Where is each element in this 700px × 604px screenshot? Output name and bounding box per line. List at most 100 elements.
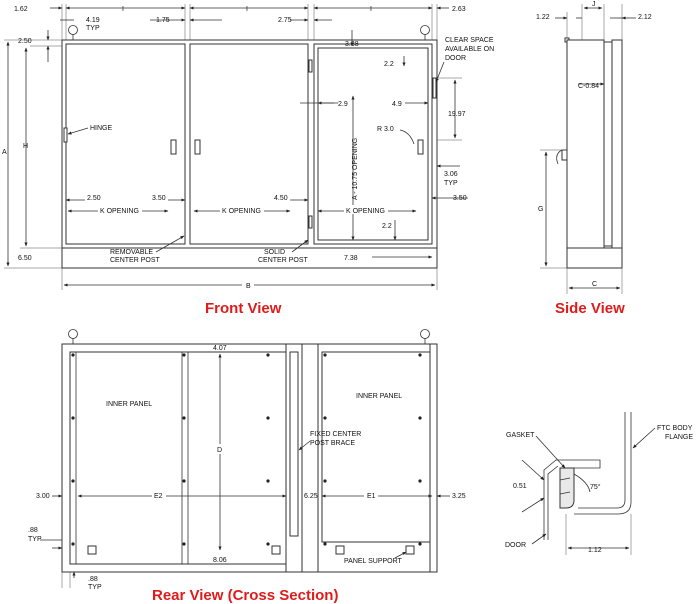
door-handle-icon xyxy=(170,139,177,155)
eye-bolt-icon xyxy=(68,25,78,35)
door-handle-icon xyxy=(194,139,201,155)
dim-88-bottom: .88 xyxy=(88,576,98,583)
panel-support-label: PANEL SUPPORT xyxy=(344,558,403,565)
caption-front-view: Front View xyxy=(205,300,282,317)
hinge-icon xyxy=(308,59,313,73)
dim-2-2-bottom: 2.2 xyxy=(382,223,392,230)
dim-0-51: 0.51 xyxy=(513,483,527,490)
dim-e1: E1 xyxy=(367,493,376,500)
side-view: J 1.22 2.12 C-0.84 G C Side View xyxy=(536,1,652,317)
dim-19-97: 19.97 xyxy=(448,111,466,118)
dim-3-25: 3.25 xyxy=(452,493,466,500)
dim-typ: TYP xyxy=(86,25,100,32)
dim-88-left: .88 xyxy=(28,527,38,534)
clear-space-2: AVAILABLE ON xyxy=(445,46,494,53)
dim-g: G xyxy=(538,206,543,213)
dim-3-06: 3.06 xyxy=(444,171,458,178)
gasket-detail: 75° GASKET FTC BODY FLANGE 0.51 DOOR 1.1… xyxy=(505,412,693,555)
door-label: DOOR xyxy=(505,542,526,549)
dim-8-06: 8.06 xyxy=(213,557,227,564)
clear-space-1: CLEAR SPACE xyxy=(445,37,494,44)
k-opening-1: K OPENING xyxy=(100,208,139,215)
dim-r-3-0: R 3.0 xyxy=(377,126,394,133)
dim-i-1: I xyxy=(122,6,124,13)
eye-bolt-icon xyxy=(68,329,78,339)
door-handle-icon xyxy=(417,139,424,155)
side-base xyxy=(566,247,623,269)
dim-3-50-b: 3.50 xyxy=(453,195,467,202)
dim-2-9: 2.9 xyxy=(338,101,348,108)
dim-c: C xyxy=(592,281,597,288)
dim-2-2-top: 2.2 xyxy=(384,61,394,68)
gasket-label: GASKET xyxy=(506,432,535,439)
dim-1-22: 1.22 xyxy=(536,14,550,21)
inner-panel-left-label: INNER PANEL xyxy=(106,401,152,408)
dim-i-2: I xyxy=(246,6,248,13)
rear-view: 4.07 D 8.06 INNER PANEL INNER PANEL FIXE… xyxy=(28,329,466,604)
fixed-brace-1: FIXED CENTER xyxy=(310,431,361,438)
dim-88-bottom-typ: TYP xyxy=(88,584,102,591)
side-handle-curve xyxy=(556,149,563,165)
hinge-label: HINGE xyxy=(90,125,113,132)
inner-panel-right-label: INNER PANEL xyxy=(356,393,402,400)
dim-4-9: 4.9 xyxy=(392,101,402,108)
front-view: 1.62 I I I 2.63 4.19 TYP 1.75 2.75 xyxy=(2,4,494,317)
panel-support-foot xyxy=(405,545,415,555)
dim-b: B xyxy=(246,283,251,290)
dim-2-50-top: 2.50 xyxy=(18,38,32,45)
panel-support-foot xyxy=(335,545,345,555)
eye-bolt-icon xyxy=(420,329,430,339)
rear-inner-panel-right xyxy=(321,351,431,543)
dim-3-06-typ: TYP xyxy=(444,180,458,187)
dim-4-50: 4.50 xyxy=(274,195,288,202)
dim-i-3: I xyxy=(370,6,372,13)
fixed-center-post-inner xyxy=(289,351,299,537)
gasket-icon xyxy=(559,467,575,509)
opening-label: A - 10.75 OPENING xyxy=(352,138,359,200)
dim-1-75: 1.75 xyxy=(156,17,170,24)
side-body xyxy=(566,39,605,249)
dim-75-deg: 75° xyxy=(590,483,601,491)
dim-3-00: 3.00 xyxy=(36,493,50,500)
hinge-icon xyxy=(63,127,68,143)
hinge-icon xyxy=(308,215,313,229)
side-handle-icon xyxy=(561,149,568,161)
dim-d: D xyxy=(217,447,222,454)
ftc-label-1: FTC BODY xyxy=(657,425,693,432)
side-door xyxy=(603,41,613,247)
k-opening-2: K OPENING xyxy=(222,208,261,215)
k-opening-3: K OPENING xyxy=(346,208,385,215)
dim-1-12: 1.12 xyxy=(588,547,602,554)
dim-j: J xyxy=(592,1,596,8)
ftc-label-2: FLANGE xyxy=(665,434,693,441)
solid-1: SOLID xyxy=(264,249,285,256)
dim-7-38: 7.38 xyxy=(344,255,358,262)
dim-e2: E2 xyxy=(154,493,163,500)
removable-2: CENTER POST xyxy=(110,257,161,264)
dim-c-0-84: C-0.84 xyxy=(578,83,599,90)
caption-side-view: Side View xyxy=(555,300,625,317)
caption-rear-view: Rear View (Cross Section) xyxy=(152,587,338,604)
panel-support-foot xyxy=(271,545,281,555)
dim-3-38: 3.38 xyxy=(345,41,359,48)
rear-inner-panel-left xyxy=(69,351,287,565)
dim-2-12: 2.12 xyxy=(638,14,652,21)
dim-2-63: 2.63 xyxy=(452,6,466,13)
solid-2: CENTER POST xyxy=(258,257,309,264)
dim-6-25: 6.25 xyxy=(304,493,318,500)
eye-bolt-icon xyxy=(420,25,430,35)
panel-support-foot xyxy=(87,545,97,555)
dim-6-50: 6.50 xyxy=(18,255,32,262)
removable-1: REMOVABLE xyxy=(110,249,153,256)
dim-2-50: 2.50 xyxy=(87,195,101,202)
dim-1-62: 1.62 xyxy=(14,6,28,13)
enclosure-base xyxy=(61,247,438,269)
dim-h: H xyxy=(23,143,28,150)
dim-88-left-typ: TYP xyxy=(28,536,42,543)
fixed-brace-2: POST BRACE xyxy=(310,440,355,447)
dim-a: A xyxy=(2,149,7,156)
dim-4-07: 4.07 xyxy=(213,345,227,352)
dim-3-50-a: 3.50 xyxy=(152,195,166,202)
